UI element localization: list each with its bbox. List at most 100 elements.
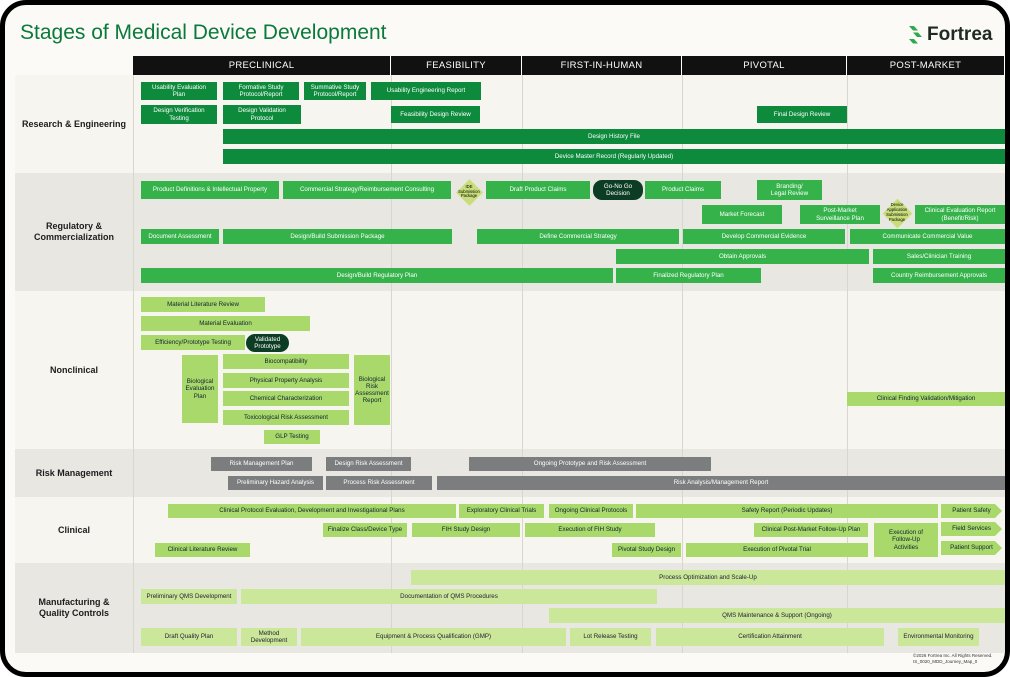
activity-efficiency-prototype-testing: Efficiency/Prototype Testing: [141, 335, 245, 350]
row-label-manufacturing: Manufacturing & Quality Controls: [38, 597, 110, 618]
milestone-device-application-label: Device Application Submission Package: [886, 202, 908, 222]
activity-equipment-process-qualification: Equipment & Process Qualification (GMP): [301, 628, 566, 646]
activity-product-claims: Product Claims: [645, 181, 721, 199]
activity-draft-quality-plan: Draft Quality Plan: [141, 628, 237, 646]
activity-design-build-regulatory-plan: Design/Build Regulatory Plan: [141, 268, 613, 283]
activity-preliminary-hazard-analysis: Preliminary Hazard Analysis: [228, 476, 323, 490]
activity-process-risk-assessment: Process Risk Assessment: [326, 476, 432, 490]
activity-ongoing-clinical-protocols: Ongoing Clinical Protocols: [549, 504, 633, 518]
fortrea-logo-icon: [909, 26, 922, 44]
activity-physical-property-analysis: Physical Property Analysis: [223, 373, 349, 388]
activity-material-evaluation: Material Evaluation: [141, 316, 310, 331]
activity-risk-analysis-report: Risk Analysis/Management Report: [437, 476, 1005, 490]
activity-usability-engineering-report: Usability Engineering Report: [371, 82, 481, 100]
phase-divider: [391, 75, 392, 653]
activity-patient-support: Patient Support: [941, 541, 1002, 555]
activity-formative-study: Formative Study Protocol/Report: [223, 82, 299, 100]
activity-preliminary-qms: Preliminary QMS Development: [141, 589, 237, 604]
activity-safety-report: Safety Report (Periodic Updates): [636, 504, 938, 518]
activity-document-assessment: Document Assessment: [141, 229, 219, 244]
activity-execution-follow-up: Execution of Follow-Up Activities: [874, 523, 938, 557]
activity-lot-release-testing: Lot Release Testing: [570, 628, 651, 646]
phase-preclinical: PRECLINICAL: [133, 56, 391, 75]
activity-qms-maintenance: QMS Maintenance & Support (Ongoing): [549, 608, 1005, 623]
activity-patient-safety: Patient Safety: [941, 504, 1002, 518]
activity-execution-pivotal-trial: Execution of Pivotal Trial: [686, 543, 868, 557]
activity-finalized-regulatory-plan: Finalized Regulatory Plan: [616, 268, 761, 283]
activity-biocompatibility: Biocompatibility: [223, 354, 349, 369]
activity-execution-fih-study: Execution of FIH Study: [525, 523, 655, 537]
activity-design-verification-testing: Design Verification Testing: [141, 105, 217, 124]
activity-develop-commercial-evidence: Develop Commercial Evidence: [683, 229, 845, 244]
activity-sales-clinician-training: Sales/Clinician Training: [873, 249, 1005, 264]
activity-clinical-evaluation-report: Clinical Evaluation Report (Benefit/Risk…: [915, 205, 1005, 224]
activity-market-forecast: Market Forecast: [702, 205, 782, 224]
phase-divider: [847, 75, 848, 653]
activity-country-reimbursement: Country Reimbursement Approvals: [873, 268, 1005, 283]
milestone-device-application: Device Application Submission Package: [881, 197, 913, 229]
activity-summative-study: Summative Study Protocol/Report: [304, 82, 366, 100]
copyright-notice: ©2026 Fortrea Inc. All Rights Reserved. …: [913, 653, 993, 664]
activity-design-history-file: Design History File: [223, 129, 1005, 144]
activity-pivotal-study-design: Pivotal Study Design: [612, 543, 681, 557]
row-label-clinical: Clinical: [57, 524, 90, 535]
row-label-research-engineering: Research & Engineering: [21, 118, 127, 129]
activity-risk-management-plan: Risk Management Plan: [211, 457, 312, 471]
phase-divider: [133, 75, 134, 653]
activity-ongoing-prototype-risk: Ongoing Prototype and Risk Assessment: [469, 457, 711, 471]
row-label-risk-management: Risk Management: [35, 467, 113, 478]
phase-post-market: POST-MARKET: [847, 56, 1005, 75]
activity-feasibility-design-review: Feasibility Design Review: [391, 106, 480, 123]
phase-first-in-human: FIRST-IN-HUMAN: [522, 56, 682, 75]
activity-method-development: Method Development: [241, 628, 297, 646]
activity-branding-legal-review: Branding/ Legal Review: [757, 180, 822, 200]
activity-draft-product-claims: Draft Product Claims: [486, 181, 590, 199]
milestone-go-no-go: Go-No Go Decision: [593, 180, 643, 200]
milestone-ide-submission: IDE Submission Package: [454, 178, 484, 206]
band-nonclinical: [15, 291, 1005, 449]
activity-define-commercial-strategy: Define Commercial Strategy: [477, 229, 679, 244]
activity-usability-evaluation-plan: Usability Evaluation Plan: [141, 82, 217, 100]
activity-biological-evaluation-plan: Biological Evaluation Plan: [182, 355, 218, 423]
row-label-regulatory: Regulatory & Commercialization: [33, 221, 115, 242]
activity-design-validation-protocol: Design Validation Protocol: [223, 105, 301, 124]
activity-clinical-protocol-evaluation: Clinical Protocol Evaluation, Developmen…: [168, 504, 456, 518]
activity-product-definitions: Product Definitions & Intellectual Prope…: [141, 181, 279, 199]
row-label-nonclinical: Nonclinical: [49, 364, 98, 375]
milestone-ide-label: IDE Submission Package: [458, 183, 480, 199]
activity-finalize-class-device-type: Finalize Class/Device Type: [323, 523, 407, 537]
activity-field-services: Field Services: [941, 522, 1002, 536]
activity-exploratory-clinical-trials: Exploratory Clinical Trials: [459, 504, 544, 518]
activity-clinical-post-market-plan: Clinical Post-Market Follow-Up Plan: [754, 523, 868, 537]
activity-biological-risk-report: Biological Risk Assessment Report: [354, 355, 390, 425]
phase-header-bar: PRECLINICAL FEASIBILITY FIRST-IN-HUMAN P…: [133, 56, 1005, 75]
activity-clinical-literature-review: Clinical Literature Review: [155, 543, 250, 557]
phase-divider: [682, 75, 683, 653]
phase-pivotal: PIVOTAL: [682, 56, 847, 75]
activity-commercial-strategy: Commercial Strategy/Reimbursement Consul…: [283, 181, 451, 199]
page-title: Stages of Medical Device Development: [20, 21, 387, 44]
activity-clinical-finding-validation: Clinical Finding Validation/Mitigation: [847, 392, 1005, 406]
activity-design-build-submission: Design/Build Submission Package: [223, 229, 452, 244]
phase-feasibility: FEASIBILITY: [391, 56, 522, 75]
activity-environmental-monitoring: Environmental Monitoring: [898, 628, 979, 646]
phase-divider: [522, 75, 523, 653]
activity-device-master-record: Device Master Record (Regularly Updated): [223, 149, 1005, 164]
activity-post-market-surveillance-plan: Post-Market Surveillance Plan: [800, 205, 880, 224]
brand-logo: Fortrea: [909, 24, 992, 46]
activity-toxicological-risk-assessment: Toxicological Risk Assessment: [223, 410, 349, 425]
activity-fih-study-design: FIH Study Design: [412, 523, 520, 537]
activity-final-design-review: Final Design Review: [757, 106, 847, 123]
activity-communicate-commercial-value: Communicate Commercial Value: [850, 229, 1005, 244]
activity-chemical-characterization: Chemical Characterization: [223, 391, 349, 406]
milestone-validated-prototype: Validated Prototype: [246, 334, 289, 352]
activity-documentation-qms: Documentation of QMS Procedures: [241, 589, 657, 604]
activity-certification-attainment: Certification Attainment: [656, 628, 884, 646]
activity-glp-testing: GLP Testing: [264, 430, 320, 444]
activity-material-literature-review: Material Literature Review: [141, 297, 265, 312]
brand-logo-text: Fortrea: [927, 24, 993, 45]
activity-design-risk-assessment: Design Risk Assessment: [326, 457, 411, 471]
activity-process-optimization: Process Optimization and Scale-Up: [411, 570, 1005, 585]
activity-obtain-approvals: Obtain Approvals: [616, 249, 869, 264]
